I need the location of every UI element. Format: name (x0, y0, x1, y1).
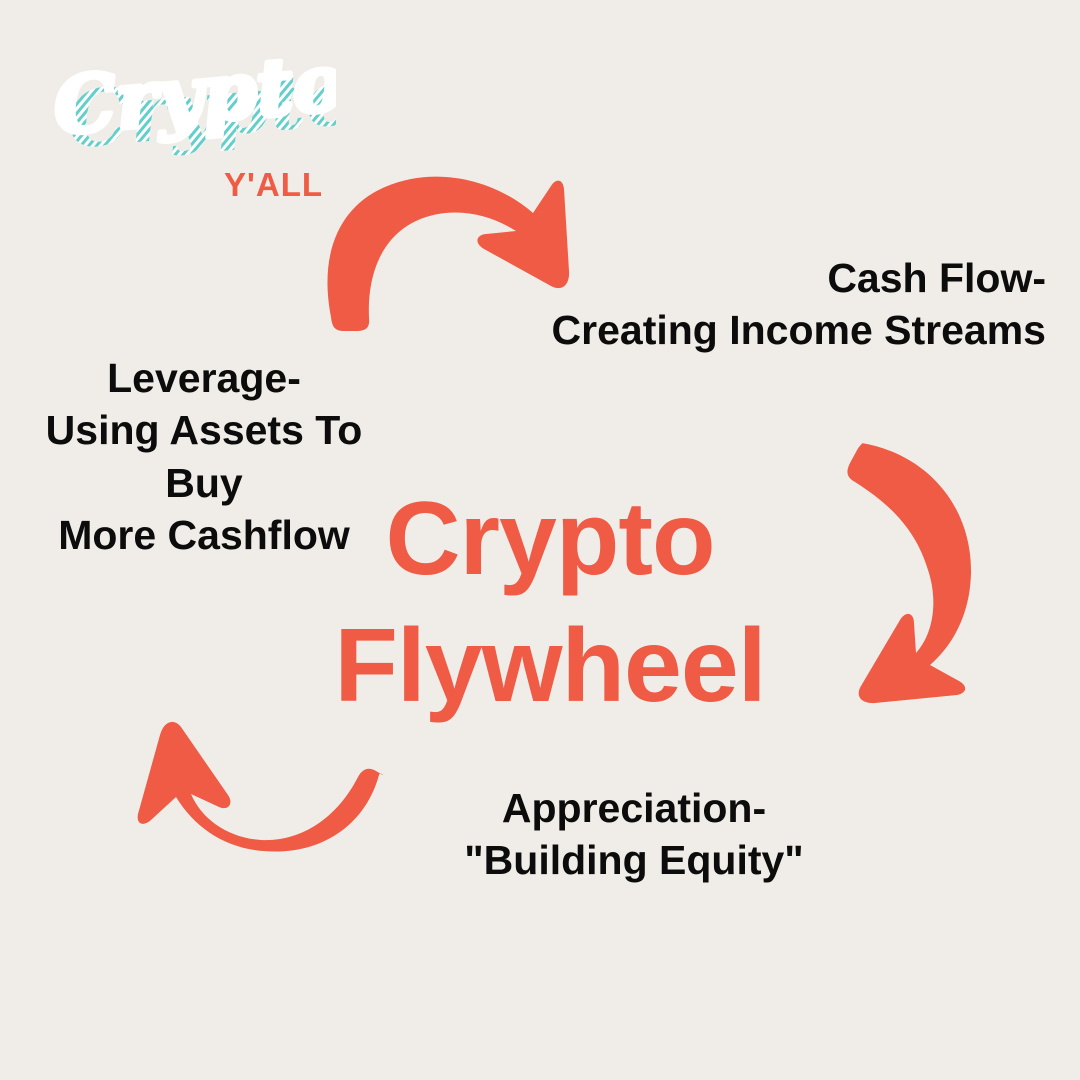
arrow-top-right-icon (327, 176, 570, 331)
brand-logo-mark: Crypto Crypto (48, 42, 336, 167)
center-title: Crypto Flywheel (334, 481, 766, 724)
brand-logo: Crypto Crypto Y'ALL (36, 42, 336, 201)
brand-tagline: Y'ALL (224, 166, 324, 203)
label-cash-flow: Cash Flow- Creating Income Streams (551, 255, 1046, 354)
label-appreciation: Appreciation- "Building Equity" (464, 785, 804, 884)
arrow-right-down-icon (847, 443, 972, 704)
label-leverage: Leverage- Using Assets To Buy More Cashf… (45, 355, 363, 559)
arrow-bottom-left-up-icon (137, 721, 383, 852)
